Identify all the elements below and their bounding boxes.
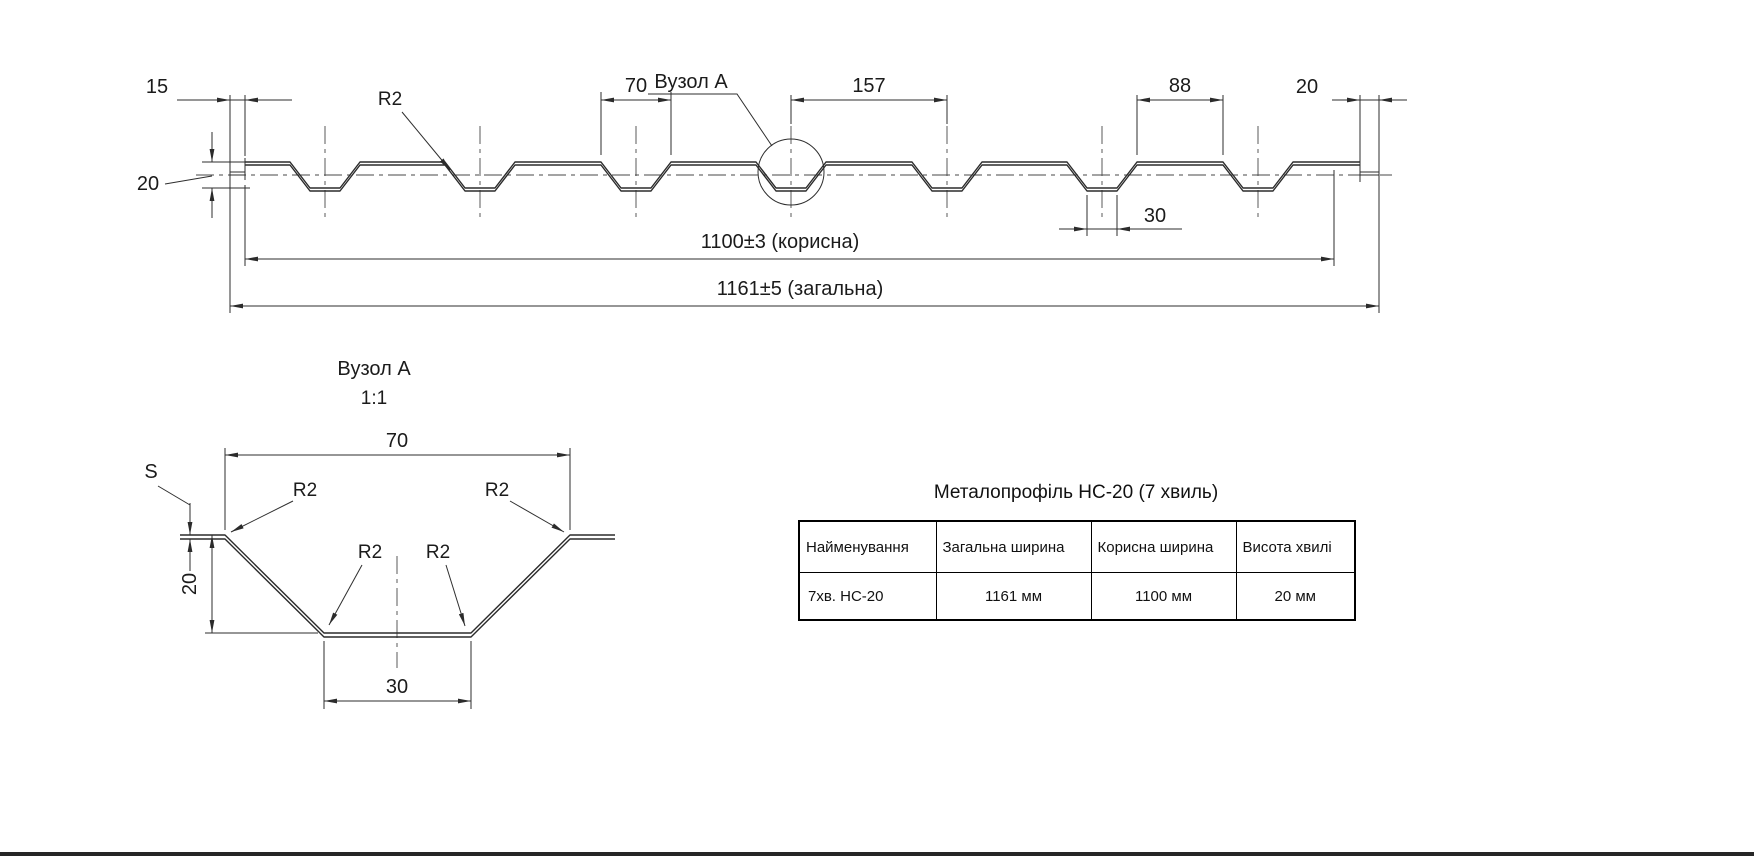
detail-r2-top-right-leader [509, 500, 565, 533]
detail-extension-lines [205, 448, 571, 709]
spec-section: Металопрофіль НС-20 (7 хвиль) Найменуван… [798, 482, 1356, 621]
spec-cell-wave-height: 20 мм [1235, 572, 1356, 621]
detail-view-node-a: Вузол А 1:1 70 S 20 30 R2 R2 R2 R2 [144, 358, 615, 709]
detail-profile [180, 534, 615, 638]
detail-dim-30-label: 30 [386, 676, 408, 698]
detail-dim-70-label: 70 [386, 430, 408, 452]
node-a-callout-leader [648, 93, 773, 147]
page-bottom-edge [0, 852, 1754, 856]
r2-leader [401, 111, 451, 171]
spec-header-row: Найменування Загальна ширина Корисна шир… [798, 520, 1356, 573]
spec-table: Найменування Загальна ширина Корисна шир… [798, 520, 1356, 621]
vertical-centerlines [324, 126, 1259, 222]
detail-dimensions [157, 448, 571, 709]
profile-top-surface [245, 161, 1360, 189]
dim-15-label: 15 [146, 76, 168, 98]
detail-scale: 1:1 [361, 388, 387, 409]
dim-70-label: 70 [625, 75, 647, 97]
dim-20-height-leader [164, 175, 213, 185]
detail-labels: Вузол А 1:1 70 S 20 30 R2 R2 R2 R2 [144, 358, 509, 698]
spec-header-useful-width: Корисна ширина [1090, 520, 1237, 573]
total-width-label: 1161±5 (загальна) [717, 278, 884, 300]
detail-r2-top-left-leader [230, 500, 294, 533]
spec-header-total-width: Загальна ширина [935, 520, 1092, 573]
spec-cell-useful-width: 1100 мм [1090, 572, 1237, 621]
dim-157-label: 157 [852, 75, 885, 97]
detail-r2-bottom-right-label: R2 [426, 542, 450, 563]
spec-cell-name: 7хв. НС-20 [798, 572, 937, 621]
dim-88-label: 88 [1169, 75, 1191, 97]
extension-lines [202, 92, 1380, 313]
detail-dim-20-label: 20 [179, 573, 201, 595]
dim-20-height-label: 20 [137, 173, 159, 195]
thickness-s-label: S [144, 461, 157, 483]
profile-bottom-surface [245, 164, 1360, 192]
detail-r2-top-right-label: R2 [485, 480, 509, 501]
detail-title: Вузол А [337, 358, 411, 380]
r2-label: R2 [378, 89, 402, 110]
node-a-circle-marker [757, 138, 825, 206]
profile-outline [229, 138, 1380, 206]
detail-r2-bottom-left-leader [328, 564, 363, 626]
detail-r2-top-left-label: R2 [293, 480, 317, 501]
top-view-labels: 15 20 R2 70 Вузол А 157 88 20 30 1100±3 … [137, 71, 1318, 300]
node-a-callout-label: Вузол А [654, 71, 728, 93]
top-view-dimensions [164, 92, 1407, 313]
spec-header-wave-height: Висота хвилі [1235, 520, 1356, 573]
top-view: 15 20 R2 70 Вузол А 157 88 20 30 1100±3 … [137, 71, 1407, 313]
detail-bottom-surface [180, 538, 615, 638]
useful-width-label: 1100±3 (корисна) [701, 231, 860, 253]
spec-header-name: Найменування [798, 520, 937, 573]
spec-data-row: 7хв. НС-20 1161 мм 1100 мм 20 мм [798, 572, 1356, 621]
spec-cell-total-width: 1161 мм [935, 572, 1092, 621]
wave-centerlines [196, 126, 1392, 222]
spec-table-title: Металопрофіль НС-20 (7 хвиль) [933, 482, 1219, 503]
dim-20-right-label: 20 [1296, 76, 1318, 98]
detail-r2-bottom-left-label: R2 [358, 542, 382, 563]
dim-30-label: 30 [1144, 205, 1166, 227]
thickness-s-leader [157, 485, 191, 506]
detail-top-surface [180, 534, 615, 634]
detail-r2-bottom-right-leader [445, 564, 466, 627]
